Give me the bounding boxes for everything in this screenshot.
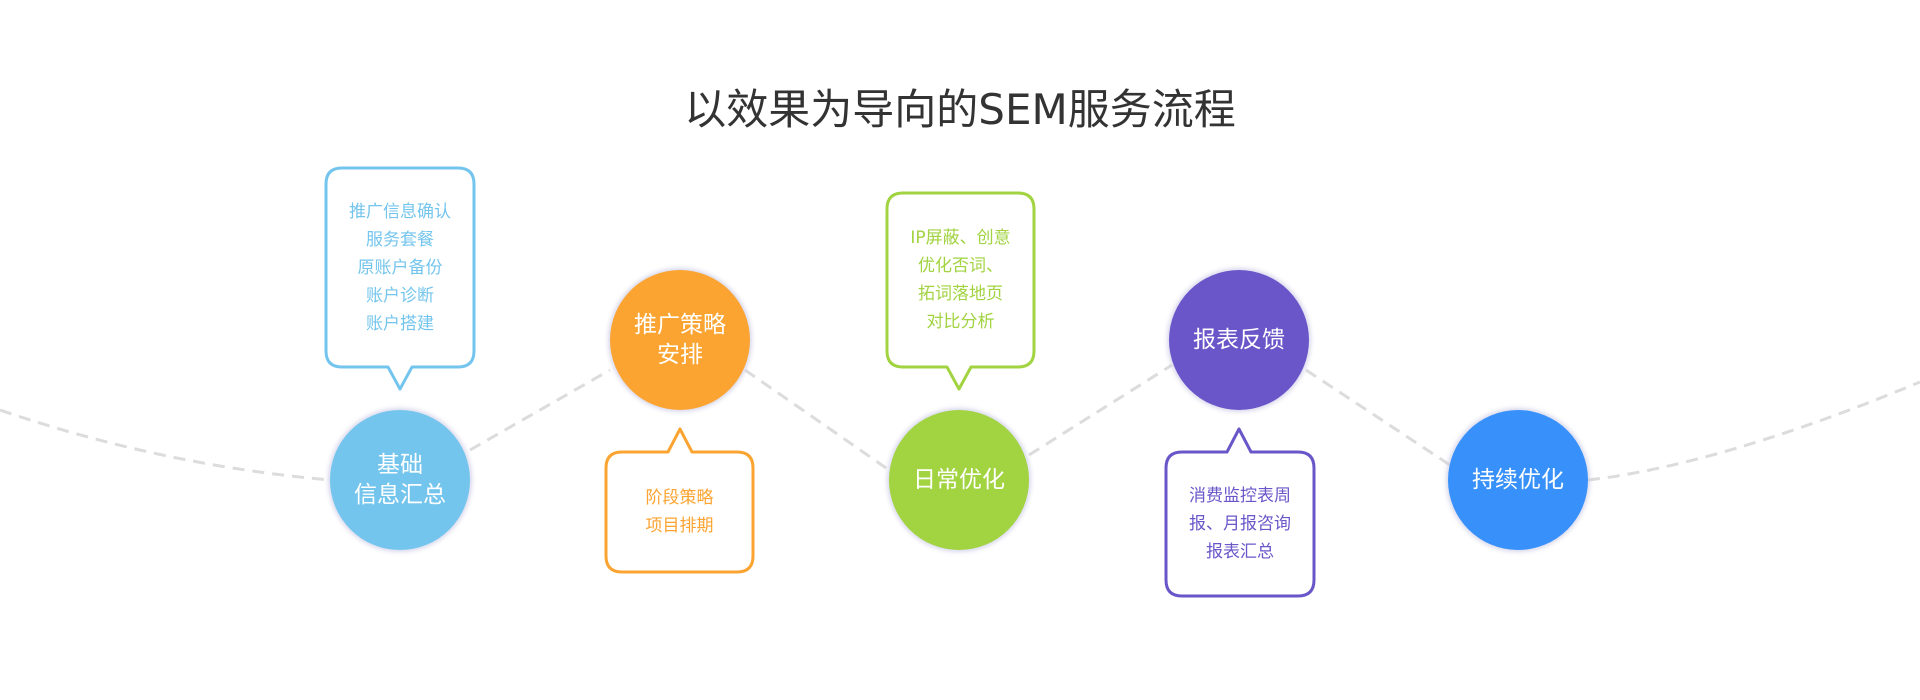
detail-item: 阶段策略	[645, 488, 714, 508]
detail-item: IP屏蔽、创意	[910, 228, 1011, 248]
step-label-line: 基础	[377, 452, 423, 478]
step-label-line: 报表反馈	[1193, 327, 1285, 353]
callout-text-3: IP屏蔽、创意 优化否词、 拓词落地页 对比分析	[887, 193, 1034, 367]
detail-item: 拓词落地页	[918, 284, 1003, 304]
detail-item: 账户搭建	[366, 313, 434, 334]
connector-left	[0, 408, 331, 482]
step-label-line: 日常优化	[913, 467, 1005, 493]
detail-item: 报、月报咨询	[1189, 514, 1291, 534]
step-circle-1: 基础信息汇总	[330, 410, 470, 550]
connector-2-3	[744, 368, 890, 472]
callout-bubble-1	[324, 166, 476, 391]
callout-text-2: 阶段策略 项目排期	[606, 452, 753, 572]
detail-item: 账户诊断	[366, 285, 434, 306]
step-label-line: 安排	[657, 342, 703, 368]
callout-bubble-3	[885, 191, 1036, 391]
step-label-line: 推广策略	[634, 312, 726, 338]
detail-item: 推广信息确认	[349, 201, 451, 222]
detail-item: 原账户备份	[357, 257, 443, 278]
connector-right	[1587, 380, 1920, 482]
step-circle-4: 报表反馈	[1169, 270, 1309, 410]
detail-item: 消费监控表周	[1189, 486, 1291, 506]
detail-item: 报表汇总	[1206, 542, 1274, 562]
connector-1-2	[469, 368, 611, 452]
callout-bubble-4	[1164, 427, 1316, 598]
connector-4-5	[1305, 368, 1451, 467]
detail-item: 服务套餐	[366, 229, 434, 250]
callout-text-1: 推广信息确认 服务套餐 原账户备份 账户诊断 账户搭建	[326, 168, 474, 367]
step-label-line: 持续优化	[1472, 467, 1564, 493]
callout-bubble-2	[604, 427, 755, 574]
step-label-line: 信息汇总	[354, 482, 446, 508]
step-circle-5: 持续优化	[1448, 410, 1588, 550]
detail-item: 优化否词、	[918, 256, 1003, 276]
detail-item: 对比分析	[926, 312, 995, 332]
page-title: 以效果为导向的SEM服务流程	[684, 85, 1236, 134]
callout-text-4: 消费监控表周 报、月报咨询 报表汇总	[1166, 452, 1314, 596]
step-circle-2: 推广策略安排	[610, 270, 750, 410]
step-circle-3: 日常优化	[889, 410, 1029, 550]
connector-3-4	[1028, 363, 1173, 457]
detail-item: 项目排期	[645, 516, 714, 536]
